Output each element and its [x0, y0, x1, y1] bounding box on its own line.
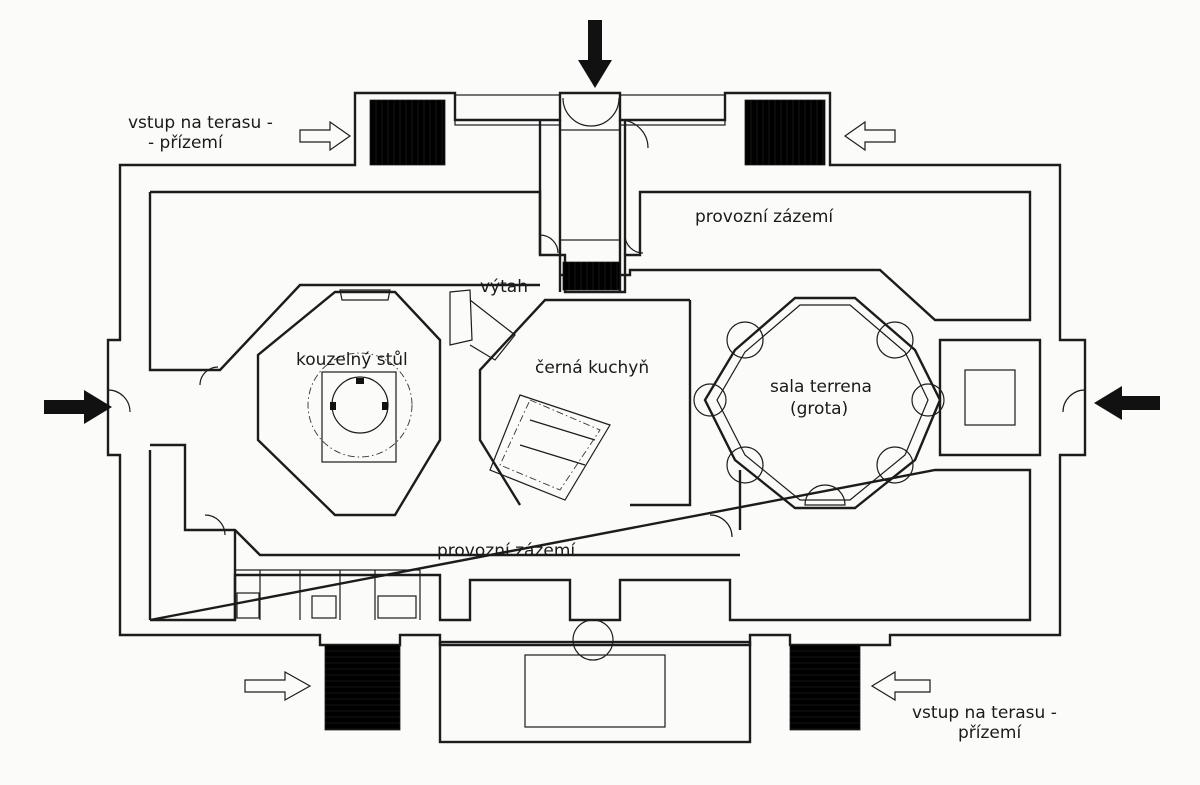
terrace-arrow-top-right-icon [843, 120, 896, 152]
service-area-top-label: provozní zázemí [695, 207, 834, 227]
terrace-arrow-bottom-right-icon [870, 670, 931, 702]
magic-table-label: kouzelný stůl [296, 350, 408, 370]
terrace-entry-bottom-label-2: přízemí [958, 723, 1022, 743]
magic-table-room [256, 289, 442, 517]
terrace-arrow-bottom-left-icon [244, 670, 312, 702]
terrace-arrows [244, 120, 931, 702]
sala-terrena-room [693, 296, 945, 510]
entrance-arrow-right-icon [1094, 386, 1160, 420]
black-kitchen-label: černá kuchyň [535, 358, 649, 378]
terrace-entry-bottom-label: vstup na terasu - [912, 703, 1057, 723]
grotto-label: (grota) [790, 399, 848, 419]
doors [107, 97, 1086, 538]
terrace-arrow-top-left-icon [299, 120, 352, 152]
entrance-arrows [44, 20, 1160, 424]
stairs [324, 99, 861, 731]
entrance-arrow-top-icon [578, 20, 612, 88]
sala-terrena-label: sala terrena [770, 377, 872, 397]
service-area-bottom-label: provozní zázemí [437, 541, 576, 561]
terrace-entry-top-label-2: - přízemí [148, 133, 224, 153]
entrance-arrow-left-icon [44, 390, 112, 424]
elevator-label: výtah [480, 277, 528, 297]
room-labels: vstup na terasu - - přízemí provozní záz… [128, 113, 1057, 743]
black-kitchen-fixtures [489, 394, 611, 501]
plan-walls [106, 91, 1087, 744]
elevator-shaft [449, 289, 516, 361]
terrace-entry-top-label: vstup na terasu - [128, 113, 273, 133]
